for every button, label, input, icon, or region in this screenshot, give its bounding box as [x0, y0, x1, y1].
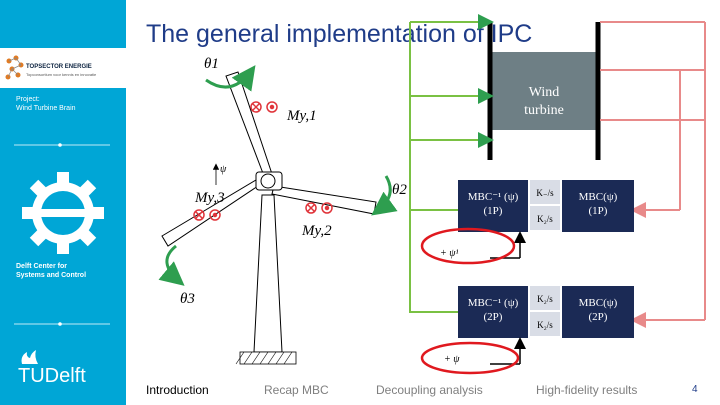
logo-name: TOPSECTOR ENERGIE	[26, 64, 92, 70]
topsector-logo-box	[0, 48, 126, 88]
slide-title: The general implementation of IPC	[146, 20, 533, 48]
wind-turbine-label-line2: turbine	[524, 103, 564, 118]
pink-signal-lines	[600, 21, 706, 328]
gain-2p-bottom: K₂/s	[537, 320, 553, 330]
tudelft-flame-icon	[21, 350, 38, 364]
my3-label: My,3	[194, 190, 225, 206]
gain-1p-top-block	[530, 180, 560, 204]
theta1-label: θ1	[204, 56, 219, 72]
theta2-label: θ2	[392, 182, 407, 198]
logo-tagline: Topconsortium voor kennis en innovatie	[26, 72, 97, 77]
wind-turbine-block	[492, 52, 596, 130]
gain-2p-bottom-block	[530, 312, 560, 336]
mbc-inverse-1p-sub: (1P)	[484, 205, 503, 217]
gear-icon	[22, 172, 104, 254]
nav-high-fidelity-results[interactable]: High-fidelity results	[536, 383, 638, 397]
mbc-inverse-2p-sub: (2P)	[484, 311, 503, 323]
my2-label: My,2	[301, 223, 332, 239]
mbc-1p-label: MBC(ψ)	[579, 191, 618, 203]
theta3-label: θ3	[180, 291, 195, 307]
project-name: Wind Turbine Brain	[16, 105, 76, 112]
psi-label: ψ	[220, 164, 227, 175]
gain-1p-bottom-block	[530, 206, 560, 230]
gain-1p-top: K₋/s	[536, 188, 554, 198]
nav-decoupling-analysis[interactable]: Decoupling analysis	[376, 383, 483, 397]
green-signal-lines	[409, 14, 494, 313]
divider-bottom	[14, 322, 110, 326]
offset-1p-highlight	[420, 227, 516, 265]
mbc-inverse-1p-label: MBC⁻¹ (ψ)	[468, 191, 519, 203]
center-name-line1: Delft Center for	[16, 263, 67, 270]
mbc-1p-sub: (1P)	[589, 205, 608, 217]
mbc-inverse-2p-label: MBC⁻¹ (ψ)	[468, 297, 519, 309]
mbc-inverse-1p-block	[458, 180, 528, 232]
tudelft-logo: TUDelft	[18, 365, 86, 387]
ipc-diagram: ψ θ1 θ2 θ3 My,1 My,3 My,2 Wind turbine	[158, 14, 706, 375]
offset-1p-label: + ψ¹	[440, 248, 458, 259]
center-name-line2: Systems and Control	[16, 272, 87, 279]
gain-2p-top: K₂/s	[537, 294, 553, 304]
offset-2p-highlight	[420, 341, 520, 375]
nav-recap-mbc[interactable]: Recap MBC	[264, 383, 329, 397]
divider-top	[14, 143, 110, 147]
offset-2p-label: + ψ	[444, 354, 460, 365]
my1-label: My,1	[286, 108, 317, 124]
wind-turbine-label-line1: Wind	[529, 85, 560, 100]
page-number: 4	[692, 384, 698, 395]
gain-1p-bottom: K₂/s	[537, 214, 553, 224]
mbc-2p-sub: (2P)	[589, 311, 608, 323]
pitch-arrows	[158, 65, 398, 286]
moment-symbols	[193, 101, 333, 221]
nav-introduction[interactable]: Introduction	[146, 383, 209, 397]
topsector-logo-icon	[5, 55, 24, 80]
project-label: Project:	[16, 96, 40, 103]
mbc-2p-block	[562, 286, 634, 338]
gain-2p-top-block	[530, 286, 560, 310]
mbc-inverse-2p-block	[458, 286, 528, 338]
mbc-1p-block	[562, 180, 634, 232]
mbc-2p-label: MBC(ψ)	[579, 297, 618, 309]
turbine-tower	[235, 194, 297, 365]
